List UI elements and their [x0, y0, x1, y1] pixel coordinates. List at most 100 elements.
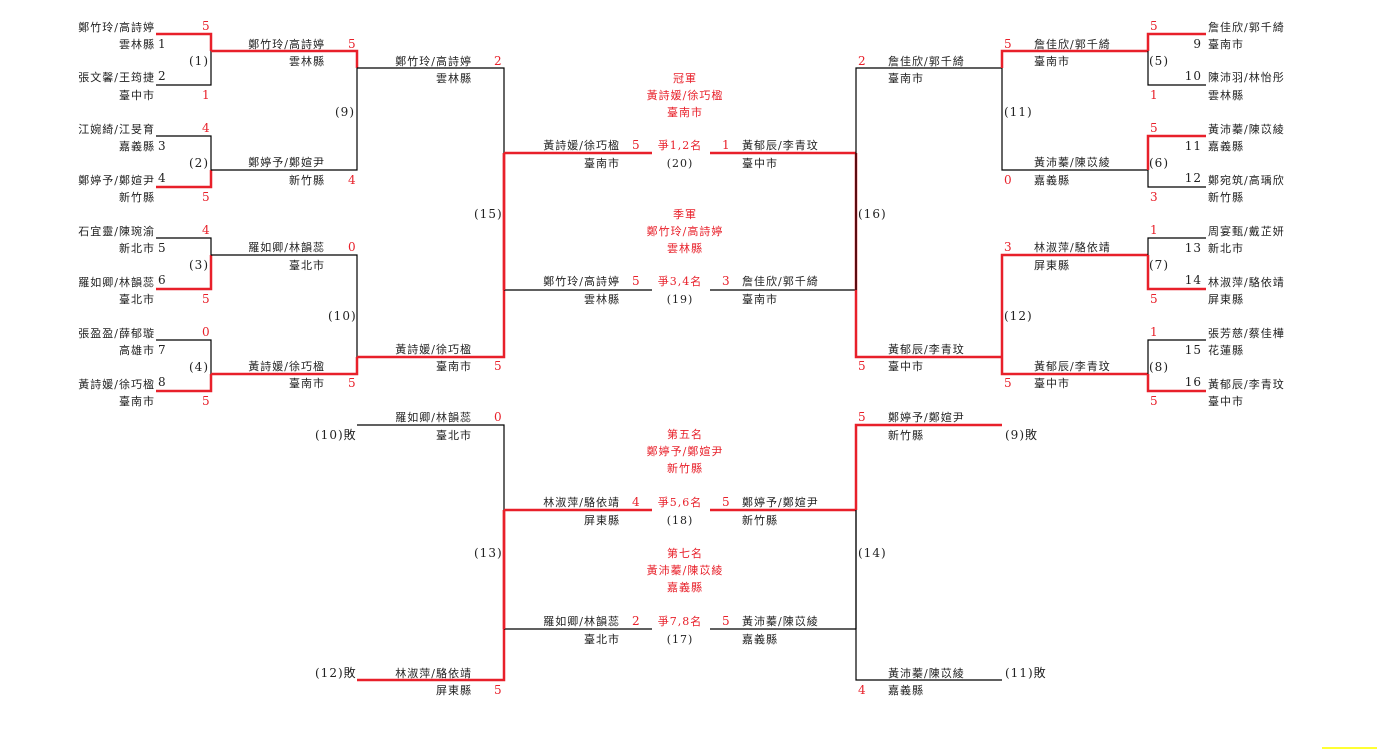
m11-bottom-score: 0 — [1004, 173, 1013, 187]
m9-bottom-line — [211, 68, 358, 171]
m5-bottom-score: 1 — [1150, 88, 1159, 102]
entry-13-name: 周宴甄/戴芷妍 — [1208, 225, 1285, 238]
entry-1-name: 鄭竹玲/高詩婷 — [78, 21, 155, 34]
entry-9-county: 臺南市 — [1208, 38, 1244, 51]
m16-top-line — [855, 67, 1002, 153]
m11-label: (11) — [1004, 105, 1033, 119]
m1-label: (1) — [189, 54, 209, 68]
m2-top-line — [156, 135, 212, 170]
scroll-indicator — [1322, 747, 1377, 749]
entry-4-county: 新竹縣 — [119, 191, 155, 204]
m20-right-score: 1 — [722, 138, 731, 152]
m5-bottom-line — [1147, 51, 1206, 86]
m10-top-county: 臺北市 — [289, 259, 325, 272]
entry-16-county: 臺中市 — [1208, 395, 1244, 408]
entry-5-county: 新北市 — [119, 242, 155, 255]
m6-top-score: 5 — [1150, 121, 1159, 135]
m19-left-name: 鄭竹玲/高詩婷 — [543, 275, 620, 288]
m4-bottom-score: 5 — [202, 394, 211, 408]
m18-right-county: 新竹縣 — [742, 514, 778, 527]
m12-top-line — [1000, 253, 1148, 357]
entry-7-county: 高雄市 — [119, 344, 155, 357]
m12-top-name: 林淑萍/駱依靖 — [1034, 241, 1111, 254]
m3-top-line — [156, 237, 212, 255]
seventh-county: 嘉義縣 — [667, 581, 703, 594]
m20-left-score: 5 — [632, 138, 641, 152]
m17-left-county: 臺北市 — [584, 633, 620, 646]
entry-12-county: 新竹縣 — [1208, 191, 1244, 204]
m11-top-line — [1000, 49, 1148, 68]
m7-top-line — [1147, 237, 1206, 255]
m10-bottom-line — [211, 357, 359, 376]
m18-label: (18) — [666, 514, 694, 527]
m12-top-score: 3 — [1004, 240, 1013, 254]
m14-bottom-county: 嘉義縣 — [888, 684, 924, 697]
seed-7: 7 — [158, 343, 167, 357]
m17-left-name: 羅如卿/林韻蕊 — [543, 615, 620, 628]
m9-bottom-county: 新竹縣 — [289, 174, 325, 187]
m11-top-score: 5 — [1004, 37, 1013, 51]
entry-11-name: 黃沛蓁/陳苡綾 — [1208, 123, 1285, 136]
m15-bottom-name: 黃詩媛/徐巧楹 — [395, 343, 472, 356]
m16-bottom-name: 黃郁辰/李青玟 — [888, 343, 965, 356]
m11-top-name: 詹佳欣/郭千綺 — [1034, 38, 1111, 51]
m1-top-score: 5 — [202, 19, 211, 33]
entry-12-name: 鄭宛筑/高瑀欣 — [1208, 174, 1285, 187]
m4-top-line — [156, 339, 212, 374]
m17-right-name: 黃沛蓁/陳苡綾 — [742, 615, 819, 628]
m8-top-line — [1147, 339, 1206, 374]
entry-4-name: 鄭婷予/鄭媗尹 — [78, 174, 155, 187]
seed-2: 2 — [158, 69, 167, 83]
m8-bottom-line — [1146, 374, 1206, 393]
m14-bottom-score: 4 — [858, 683, 867, 697]
m18-right-score: 5 — [722, 495, 731, 509]
m12-bottom-county: 臺中市 — [1034, 377, 1070, 390]
m11-bottom-line — [1001, 68, 1148, 171]
m18-left-name: 林淑萍/駱依靖 — [543, 496, 620, 509]
m11-bottom-county: 嘉義縣 — [1034, 174, 1070, 187]
m2-top-score: 4 — [202, 121, 211, 135]
seed-1: 1 — [158, 37, 167, 51]
champion-name: 黃詩媛/徐巧楹 — [646, 89, 724, 102]
seed-4: 4 — [158, 171, 167, 185]
m14-bottom-line — [855, 510, 1002, 681]
entry-1-county: 雲林縣 — [119, 38, 155, 51]
m15-bottom-county: 臺南市 — [436, 360, 472, 373]
loser-11-label: (11)敗 — [1005, 666, 1047, 680]
m4-bottom-line — [156, 374, 213, 393]
seed-6: 6 — [158, 273, 167, 287]
m10-bottom-county: 臺南市 — [289, 377, 325, 390]
m9-bottom-name: 鄭婷予/鄭媗尹 — [248, 156, 325, 169]
m7-top-score: 1 — [1150, 223, 1159, 237]
m18-right-name: 鄭婷予/鄭媗尹 — [742, 496, 819, 509]
m9-top-line — [211, 49, 359, 68]
m3-bottom-line — [156, 255, 213, 291]
m13-label: (13) — [474, 546, 503, 560]
m17-title: 爭7,8名 — [657, 615, 703, 628]
m15-top-county: 雲林縣 — [436, 72, 472, 85]
seed-11: 11 — [1184, 139, 1202, 153]
m11-bottom-name: 黃沛蓁/陳苡綾 — [1034, 156, 1111, 169]
m6-label: (6) — [1149, 156, 1169, 170]
entry-8-name: 黃詩媛/徐巧楹 — [78, 378, 155, 391]
entry-9-name: 詹佳欣/郭千綺 — [1208, 21, 1285, 34]
m14-top-line — [854, 423, 1002, 510]
m15-bottom-line — [357, 153, 506, 359]
champion-county: 臺南市 — [667, 106, 703, 119]
m5-top-line — [1146, 32, 1206, 51]
m3-label: (3) — [189, 258, 209, 272]
entry-6-name: 羅如卿/林韻蕊 — [78, 276, 155, 289]
fifth-title: 第五名 — [667, 428, 703, 441]
m7-bottom-score: 5 — [1150, 292, 1159, 306]
m13-top-county: 臺北市 — [436, 429, 472, 442]
fifth-county: 新竹縣 — [667, 462, 703, 475]
entry-5-name: 石宜靈/陳琬渝 — [78, 225, 155, 238]
loser-10-label: (10)敗 — [315, 428, 357, 442]
m16-label: (16) — [858, 207, 887, 221]
m3-top-score: 4 — [202, 223, 211, 237]
m16-top-county: 臺南市 — [888, 72, 924, 85]
third-title: 季軍 — [673, 208, 697, 221]
m9-label: (9) — [335, 105, 355, 119]
m18-left-score: 4 — [632, 495, 641, 509]
